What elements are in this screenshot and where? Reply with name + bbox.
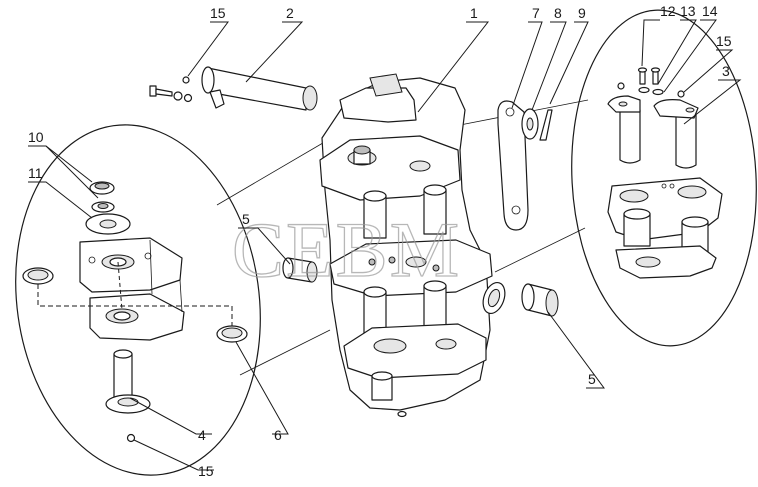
callout-3: 3 [722,63,730,79]
callout-12: 12 [660,3,676,19]
bolt-part-13 [650,67,661,85]
seal-left [22,267,54,285]
left-detail-view [15,124,331,476]
pin-part-4 [105,349,151,414]
callout-5-right: 5 [588,371,596,387]
washer-top-left [173,91,183,101]
callout-4: 4 [198,427,206,443]
callout-15-right: 15 [716,33,732,49]
washer-part-11 [85,213,131,235]
callout-1: 1 [470,5,478,21]
middle-plate [329,239,493,297]
bushing-part-5-left [282,257,318,283]
callout-2: 2 [286,5,294,21]
callout-14: 14 [702,3,718,19]
left-bracket [79,237,185,341]
watermark-text: CEBM [232,206,461,293]
shaft-part-2 [201,66,318,111]
main-assembly-part-1 [319,73,506,418]
pin-part-3 [607,95,699,169]
seal-dashed-path [37,284,233,326]
callout-7: 7 [532,5,540,21]
leader-lines [28,19,742,471]
right-connector [494,227,586,273]
split-pin-part-9 [539,109,553,141]
callout-6: 6 [274,427,282,443]
washer-part-10 [91,201,115,213]
seal-part-6 [216,325,248,343]
bushing-part-5-right [521,283,559,317]
lower-plate [343,323,487,379]
link-arm-part-7 [497,100,529,231]
left-connector-top [216,139,329,206]
bolt-part-12 [637,67,648,85]
callout-15-bottom: 15 [198,463,214,479]
left-connector-bottom [239,329,331,376]
callout-10: 10 [28,129,44,145]
washer-part-14 [638,86,650,94]
bolt-top-left [149,85,173,97]
right-detail-ellipse [571,9,757,347]
callout-labels: 1 2 3 4 5 5 6 7 8 9 10 11 12 13 14 15 15… [28,3,732,479]
right-bracket [607,177,723,279]
callout-11: 11 [28,165,43,181]
main-cylinders [363,184,447,239]
left-detail-ellipse [15,124,261,476]
callout-5-left: 5 [242,211,250,227]
callout-13: 13 [680,3,696,19]
grease-nipple-right-a [617,82,625,90]
callout-15-top: 15 [210,5,226,21]
grease-nipple-bottom [126,433,136,443]
washer-part-8 [521,108,539,140]
grease-nipple-right-b [677,90,685,98]
nut-part-10 [89,181,115,195]
callout-9: 9 [578,5,586,21]
grease-nipple-top [182,76,190,84]
callout-8: 8 [554,5,562,21]
